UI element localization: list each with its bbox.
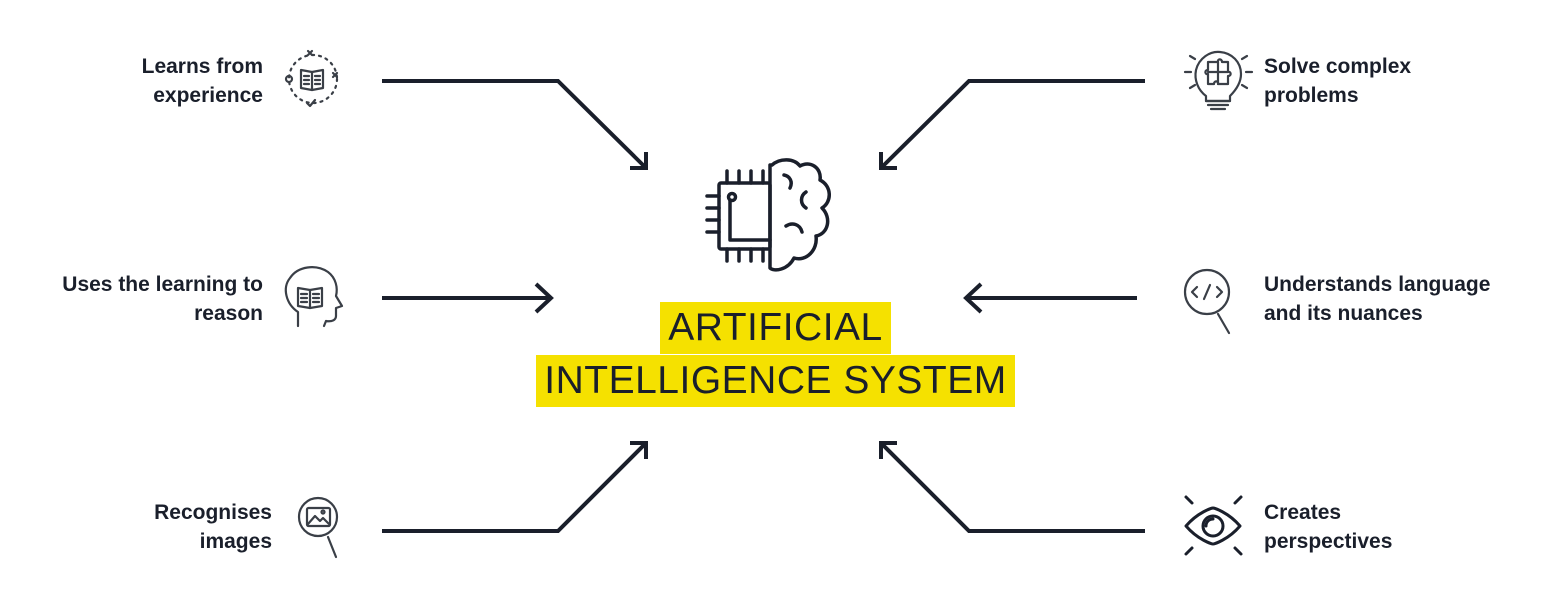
- lightbulb-puzzle-icon: [1183, 50, 1254, 111]
- label-creates-perspectives: Creates perspectives: [1264, 501, 1393, 553]
- image-search-icon: [297, 496, 339, 559]
- label-understands-language: Understands language and its nuances: [1264, 273, 1491, 325]
- arrow-images: [382, 441, 648, 533]
- arrow-solve: [879, 79, 1145, 170]
- system-title: ARTIFICIAL INTELLIGENCE SYSTEM: [0, 302, 1551, 408]
- label-recognises-images: Recognises images: [154, 501, 272, 553]
- label-uses-learning-to-reason: Uses the learning to reason: [62, 273, 263, 325]
- title-line-1: ARTIFICIAL: [660, 302, 891, 354]
- label-solve-complex-problems: Solve complex problems: [1264, 55, 1412, 107]
- head-book-icon: [284, 266, 344, 328]
- eye-icon: [1184, 495, 1243, 556]
- code-search-icon: [1183, 268, 1231, 335]
- arrow-perspectives: [879, 441, 1145, 533]
- arrow-learns: [382, 79, 648, 170]
- chip-brain-icon: [705, 158, 831, 272]
- title-line-2: INTELLIGENCE SYSTEM: [536, 355, 1015, 407]
- book-cycle-icon: [284, 49, 339, 108]
- label-learns-from-experience: Learns from experience: [141, 55, 263, 107]
